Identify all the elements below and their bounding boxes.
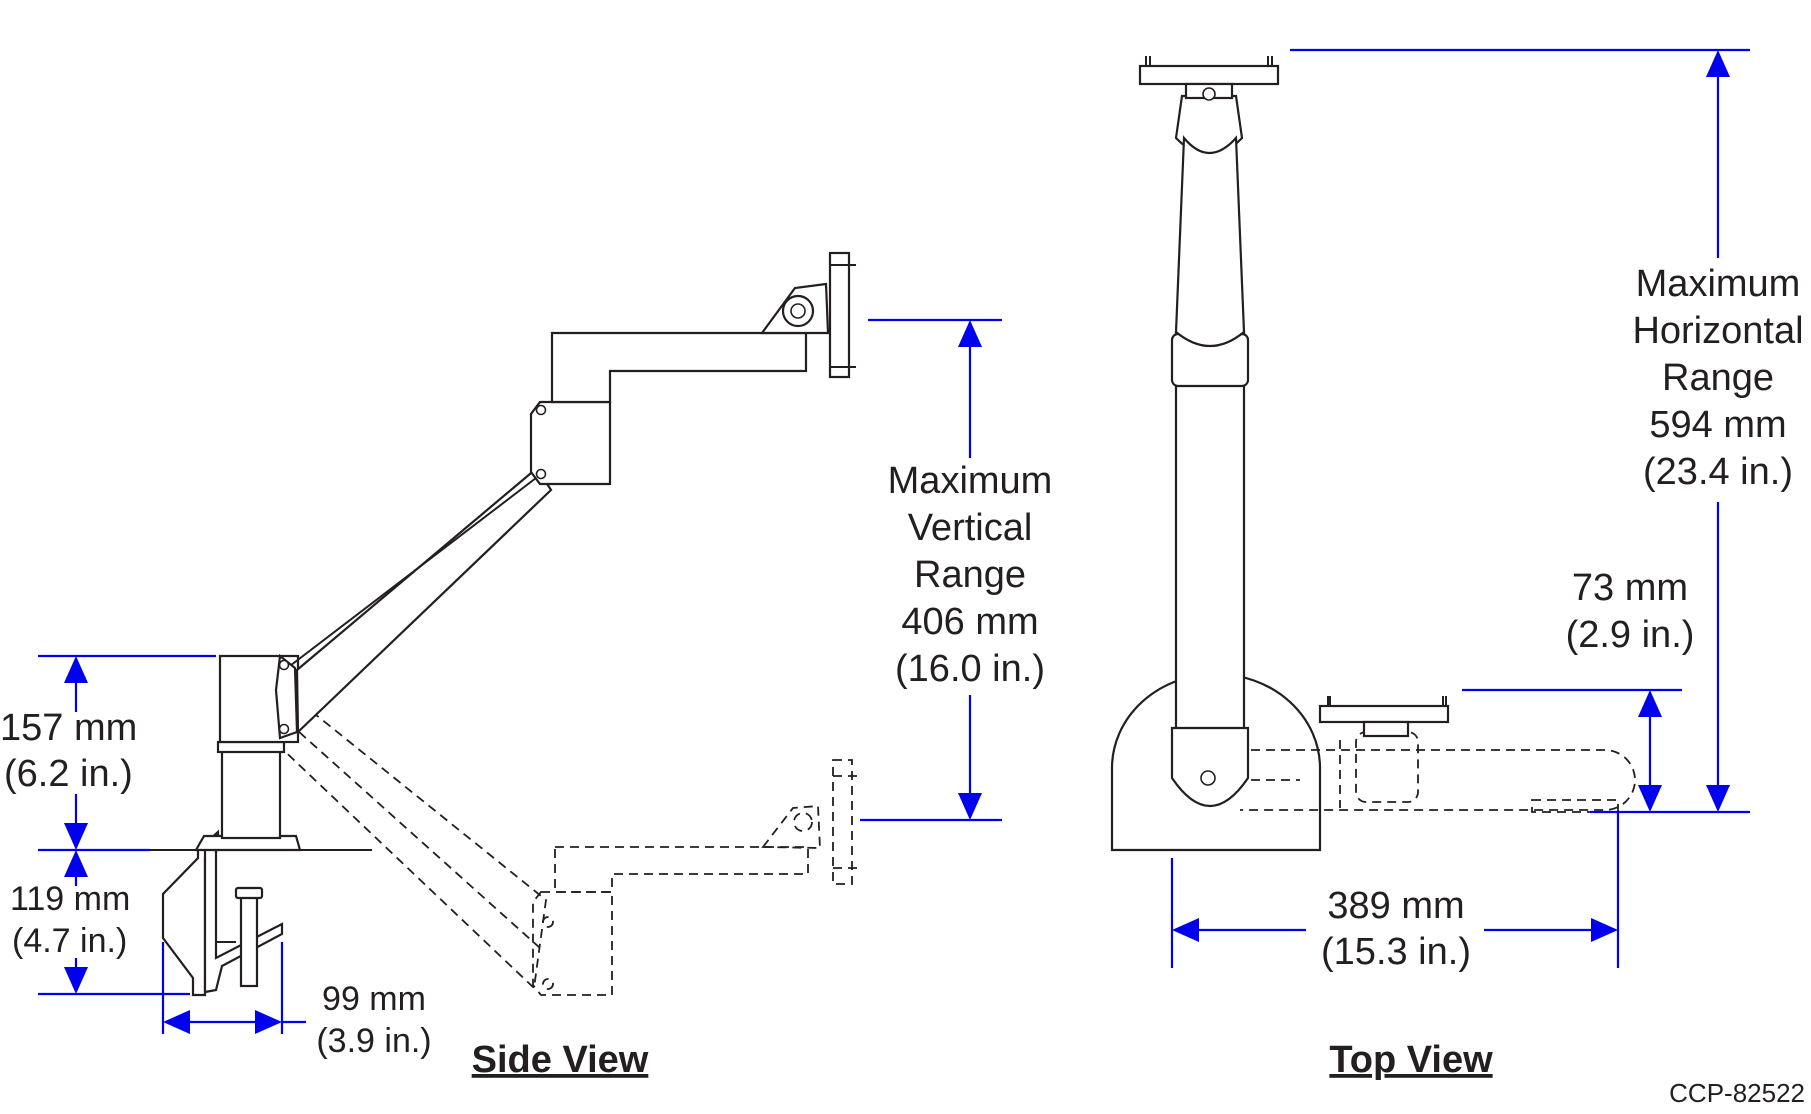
vertical-range-dimension: Maximum Vertical Range 406 mm (16.0 in.) [860,318,1053,822]
top-arm-extended [1170,94,1250,807]
vertical-range-value-in: (16.0 in.) [895,648,1045,690]
top-extended-plate [1138,56,1280,101]
top-folded-plate [1318,696,1450,738]
folded-reach-mm: 389 mm [1327,885,1464,927]
side-arm-lowered-ghost [273,700,860,996]
top-view-title: Top View [1329,1039,1493,1081]
side-view: Maximum Vertical Range 406 mm (16.0 in.)… [0,251,1053,1081]
folded-offset-dimension: 73 mm (2.9 in.) [1462,567,1694,812]
vertical-range-label-1: Maximum [888,460,1053,502]
side-base-post [194,654,302,852]
clamp-height-mm: 119 mm [10,880,130,918]
post-height-mm: 157 mm [0,707,137,749]
figure-code: CCP-82522 [1669,1078,1805,1108]
horizontal-range-label-3: Range [1662,357,1774,399]
side-arm-raised [274,251,856,740]
side-desk-clamp [161,829,284,997]
post-height-dimension: 157 mm (6.2 in.) [0,654,216,852]
clamp-height-in: (4.7 in.) [12,922,127,960]
vertical-range-label-3: Range [914,554,1026,596]
folded-offset-mm: 73 mm [1572,567,1688,609]
clamp-depth-in: (3.9 in.) [316,1022,431,1060]
folded-reach-in: (15.3 in.) [1321,931,1471,973]
side-view-title: Side View [472,1039,649,1081]
horizontal-range-label-1: Maximum [1636,263,1801,305]
horizontal-range-label-2: Horizontal [1632,310,1803,352]
folded-offset-in: (2.9 in.) [1566,614,1695,656]
post-height-in: (6.2 in.) [4,753,133,795]
vertical-range-label-2: Vertical [908,507,1033,549]
folded-reach-dimension: 389 mm (15.3 in.) [1170,812,1620,973]
clamp-height-dimension: 119 mm (4.7 in.) [10,850,190,996]
clamp-depth-dimension: 99 mm (3.9 in.) [161,942,432,1060]
clamp-depth-mm: 99 mm [322,980,426,1018]
vertical-range-value-mm: 406 mm [901,601,1038,643]
horizontal-range-dimension: Maximum Horizontal Range 594 mm (23.4 in… [1290,48,1804,814]
horizontal-range-value-mm: 594 mm [1649,404,1786,446]
top-view: Maximum Horizontal Range 594 mm (23.4 in… [1110,48,1804,1081]
horizontal-range-value-in: (23.4 in.) [1643,451,1793,493]
